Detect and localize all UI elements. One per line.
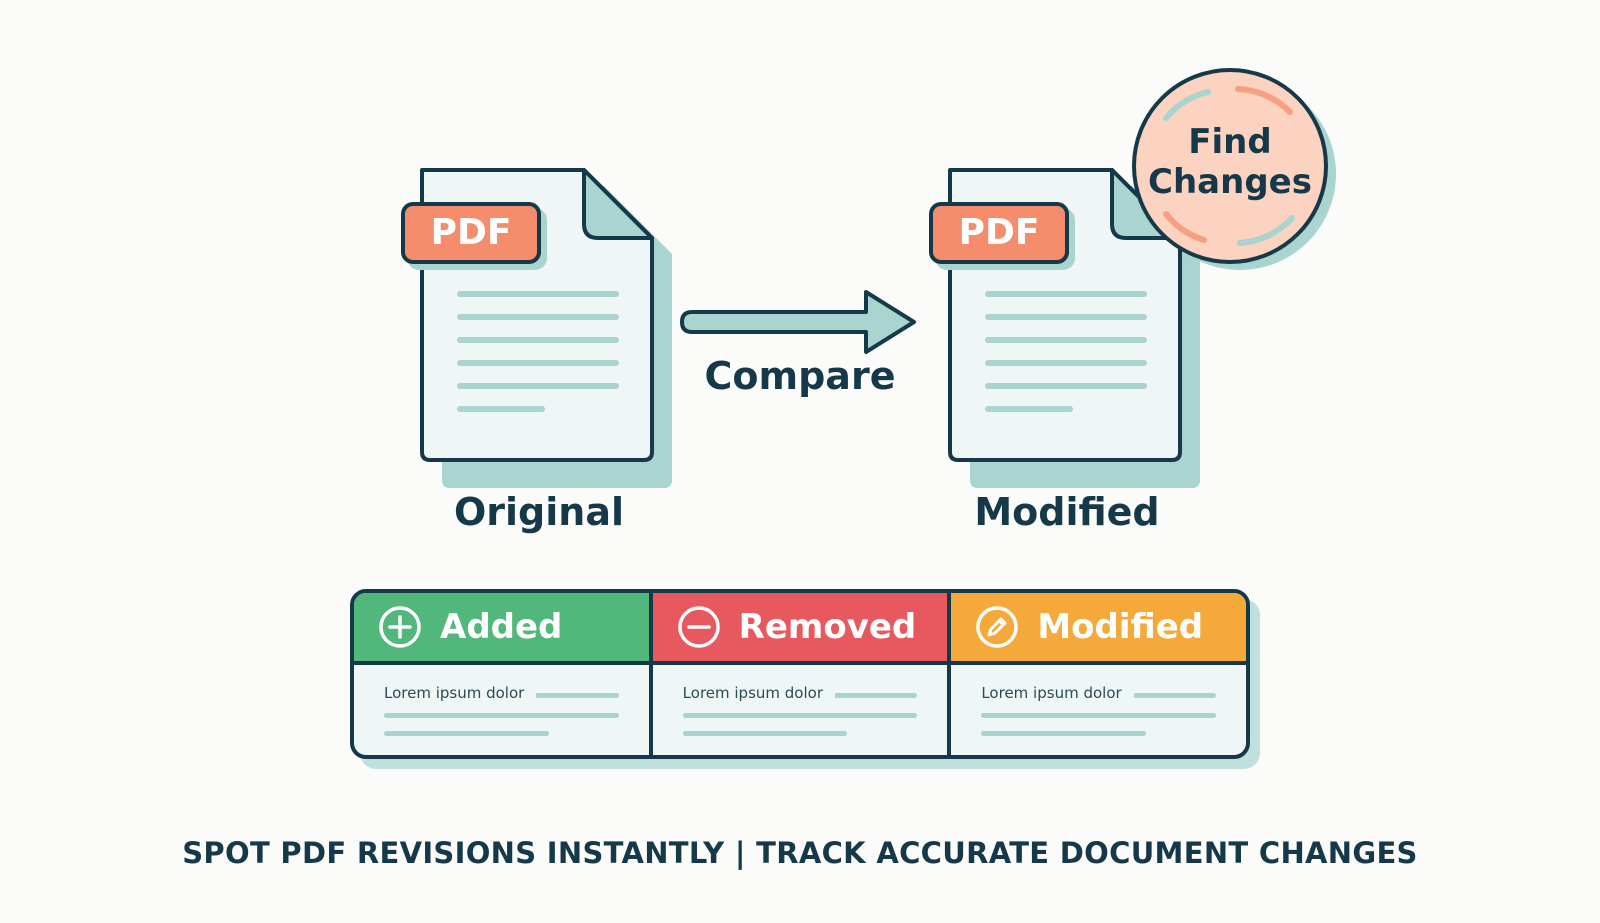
legend-label-modified: Modified bbox=[1037, 607, 1204, 647]
badge-text-line2: Changes bbox=[1148, 162, 1312, 202]
legend-column-modified: Modified Lorem ipsum dolor bbox=[951, 593, 1246, 755]
legend-body-text-added: Lorem ipsum dolor bbox=[384, 684, 537, 702]
modified-label: Modified bbox=[974, 490, 1160, 534]
original-label: Original bbox=[453, 490, 625, 534]
find-changes-text: Find Changes bbox=[1138, 122, 1322, 202]
change-legend-table: Added Lorem ipsum dolor Removed Lorem ip… bbox=[350, 589, 1250, 759]
legend-label-removed: Removed bbox=[738, 607, 917, 647]
legend-header-modified: Modified bbox=[951, 593, 1246, 665]
badge-text-line1: Find bbox=[1188, 122, 1272, 162]
find-changes-badge bbox=[1132, 68, 1336, 270]
compare-arrow-icon bbox=[680, 290, 916, 354]
legend-column-added: Added Lorem ipsum dolor bbox=[354, 593, 653, 755]
modified-pdf-tag: PDF bbox=[929, 202, 1069, 264]
legend-header-added: Added bbox=[354, 593, 649, 665]
pencil-circle-icon bbox=[976, 606, 1019, 648]
original-pdf-tag: PDF bbox=[401, 202, 541, 264]
footer-tagline: SPOT PDF REVISIONS INSTANTLY | TRACK ACC… bbox=[182, 836, 1418, 870]
plus-circle-icon bbox=[379, 606, 421, 648]
legend-body-added: Lorem ipsum dolor bbox=[354, 665, 649, 755]
compare-label: Compare bbox=[704, 354, 896, 398]
legend-body-text-modified: Lorem ipsum dolor bbox=[981, 684, 1134, 702]
minus-circle-icon bbox=[677, 606, 720, 648]
legend-column-removed: Removed Lorem ipsum dolor bbox=[652, 593, 952, 755]
legend-body-text-removed: Lorem ipsum dolor bbox=[682, 684, 835, 702]
legend-body-modified: Lorem ipsum dolor bbox=[951, 665, 1246, 755]
legend-label-added: Added bbox=[440, 607, 563, 647]
legend-header-removed: Removed bbox=[652, 593, 948, 665]
legend-body-removed: Lorem ipsum dolor bbox=[653, 665, 948, 755]
